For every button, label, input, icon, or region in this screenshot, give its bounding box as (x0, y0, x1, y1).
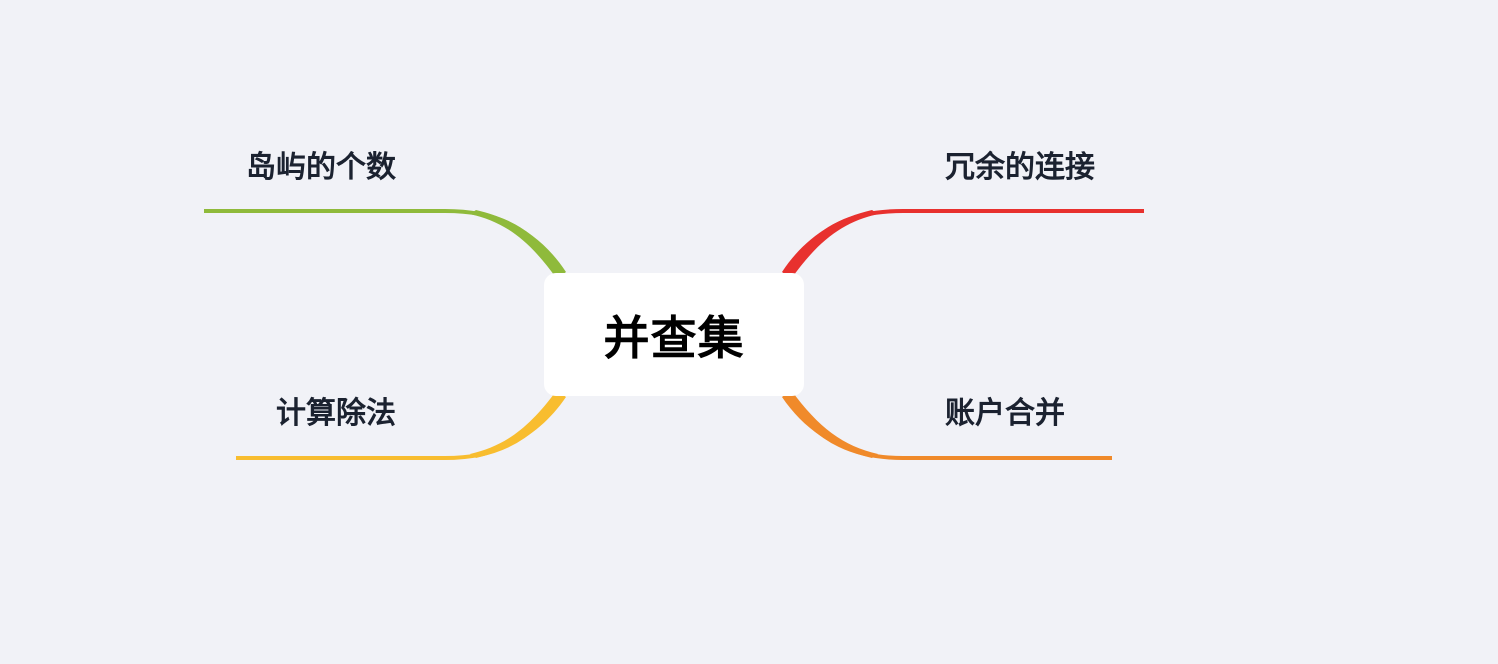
root-node[interactable]: 并查集 (544, 273, 804, 396)
branch-node-top-right[interactable]: 冗余的连接 (945, 150, 1095, 185)
connector-top-left-taper (470, 210, 566, 279)
connector-top-right (783, 209, 1144, 277)
connector-bottom-right-taper (782, 390, 878, 458)
branch-node-top-left[interactable]: 岛屿的个数 (246, 150, 396, 185)
connector-top-left (204, 209, 565, 277)
branch-node-bottom-left[interactable]: 计算除法 (276, 396, 396, 431)
root-title: 并查集 (603, 310, 745, 365)
connector-top-right-taper (782, 210, 878, 279)
branch-node-bottom-right[interactable]: 账户合并 (945, 396, 1065, 431)
connector-bottom-left-taper (470, 390, 566, 458)
